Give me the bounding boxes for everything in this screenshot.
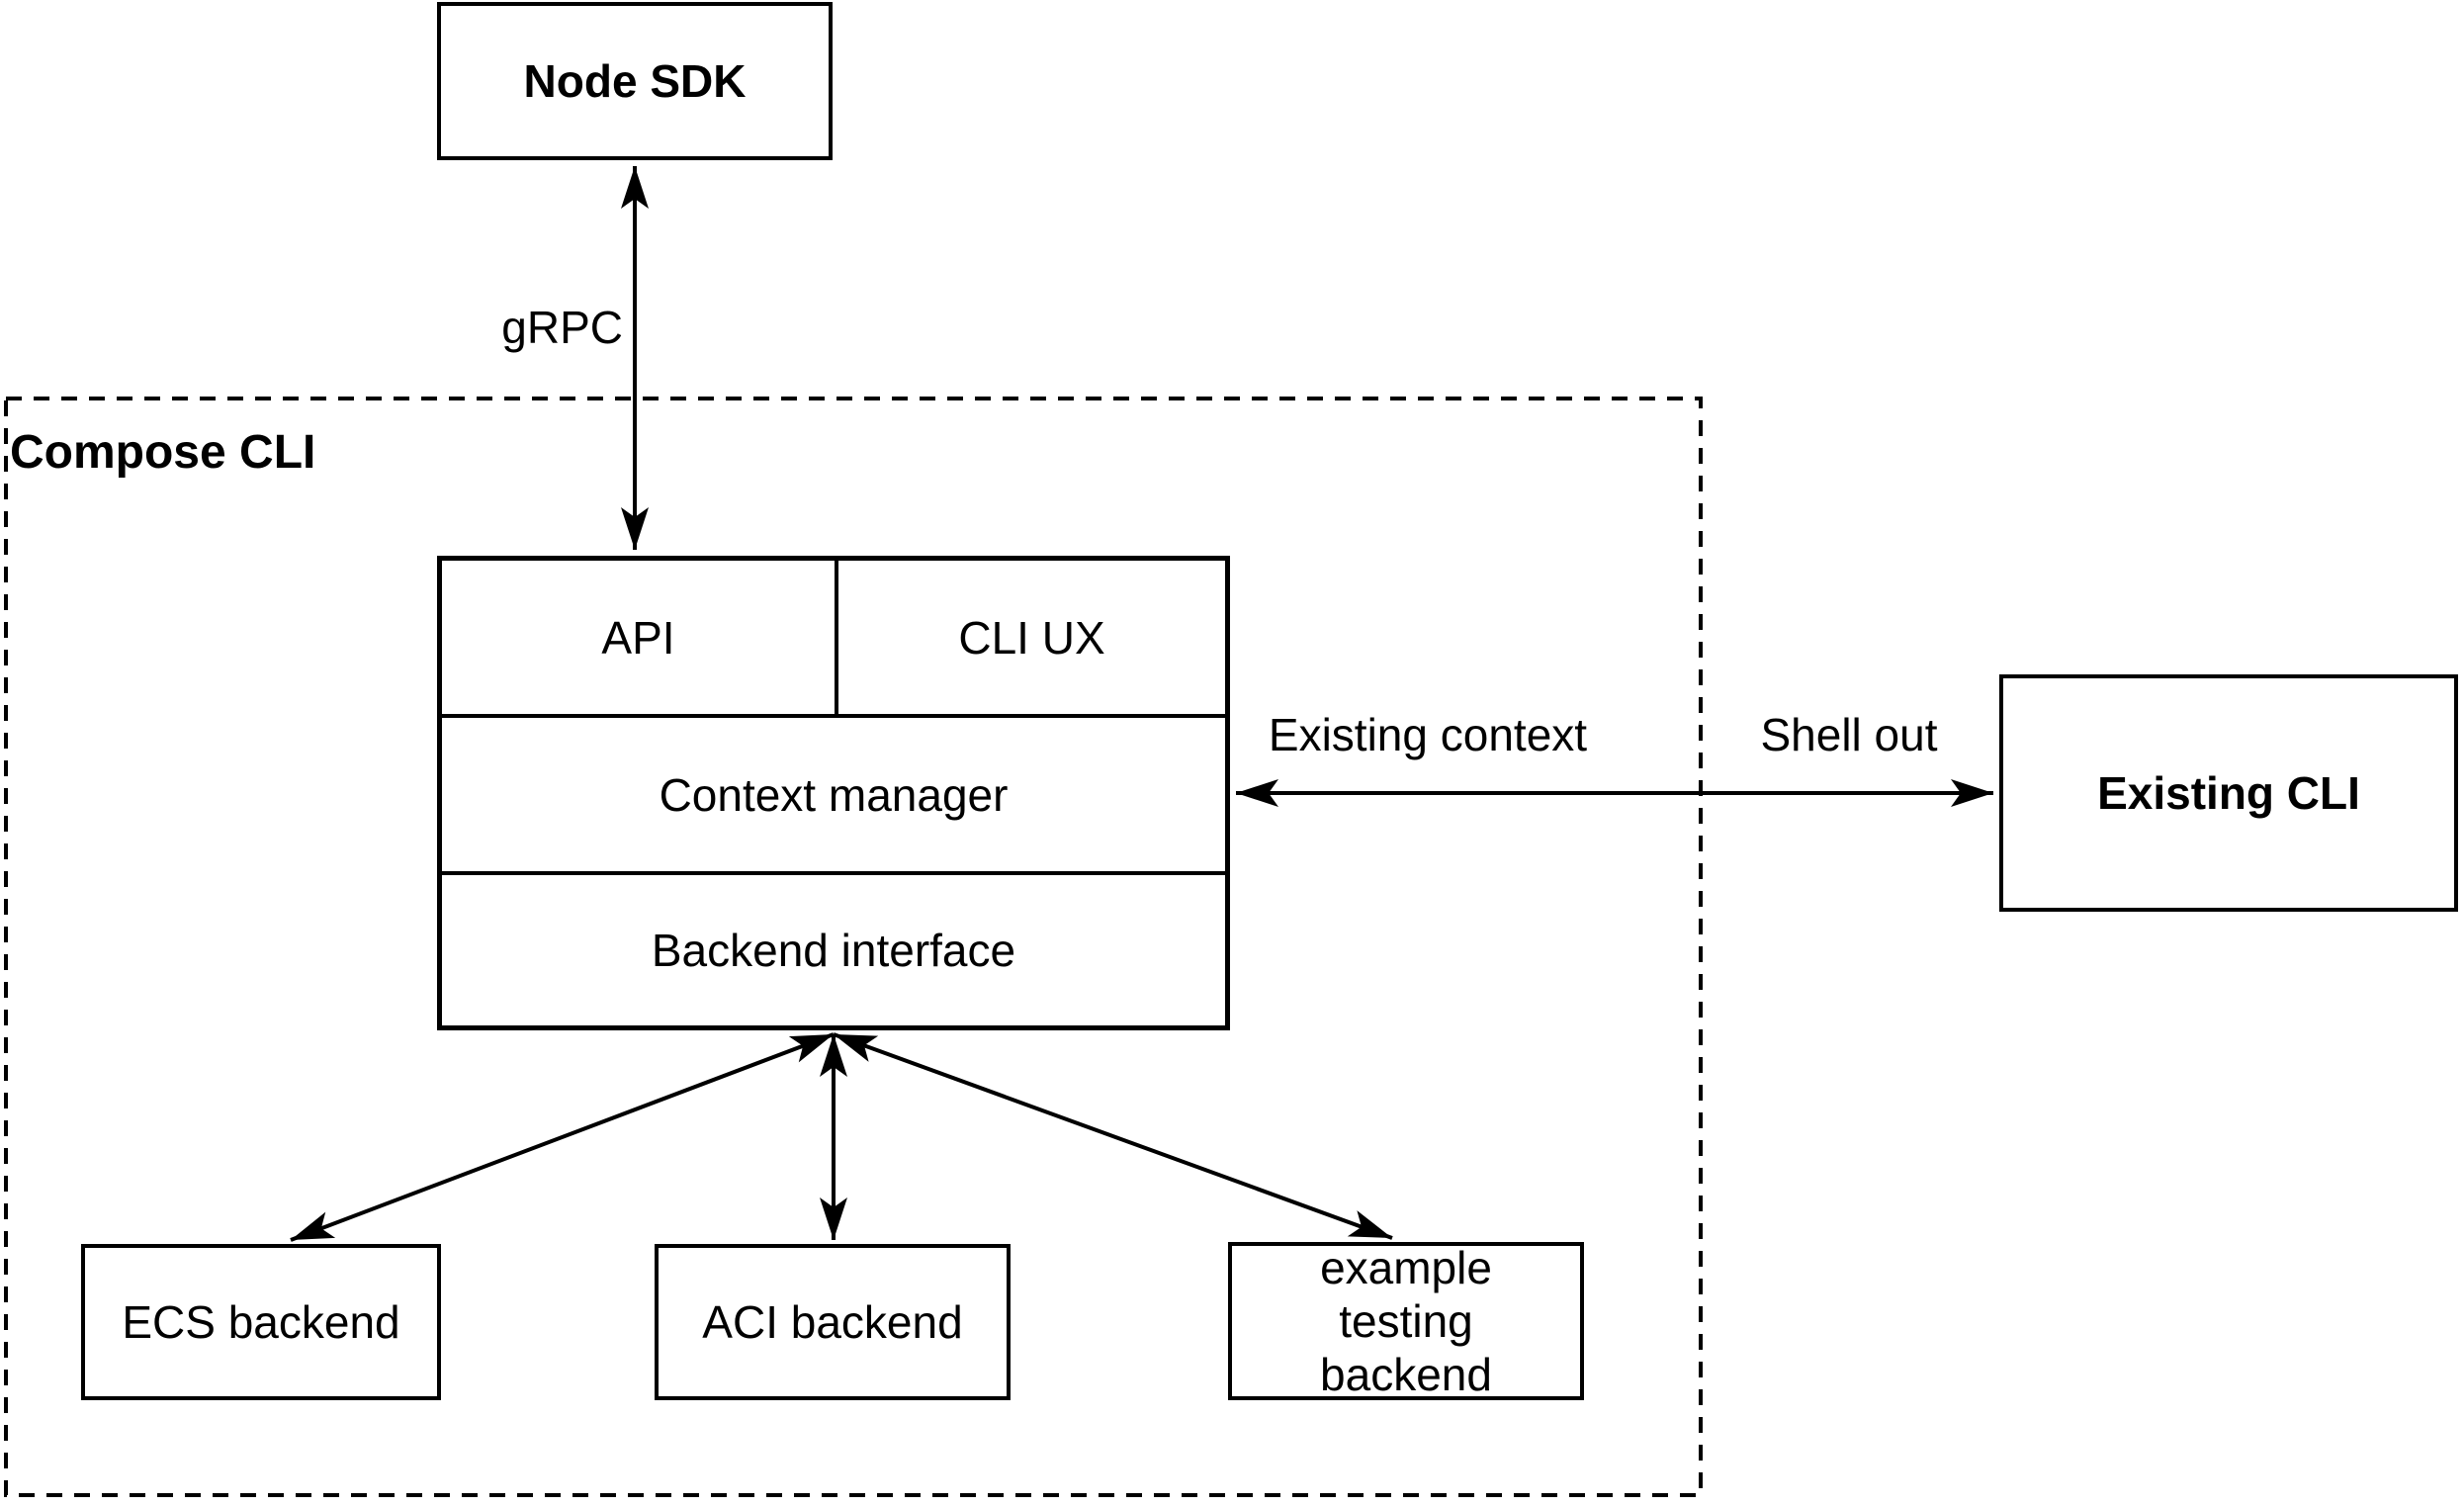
example-testing-backend-label: example testing backend xyxy=(1320,1241,1492,1401)
compose-cli-container-label: Compose CLI xyxy=(10,426,316,479)
example-testing-backend-box: example testing backend xyxy=(1228,1242,1584,1400)
ecs-backend-arrow xyxy=(290,1032,835,1242)
cli-ux-box: CLI UX xyxy=(838,561,1225,714)
stack-row-middle: Context manager xyxy=(442,718,1225,875)
cli-ux-label: CLI UX xyxy=(958,611,1105,664)
example-backend-arrow xyxy=(833,1032,1393,1240)
node-sdk-label: Node SDK xyxy=(523,54,747,107)
node-sdk-box: Node SDK xyxy=(437,2,833,160)
backend-interface-label: Backend interface xyxy=(651,925,1016,976)
existing-cli-label: Existing CLI xyxy=(2097,766,2360,819)
context-manager-box: Context manager xyxy=(442,718,1225,871)
aci-backend-box: ACI backend xyxy=(655,1244,1011,1400)
stack-row-top: API CLI UX xyxy=(442,561,1225,718)
existing-cli-box: Existing CLI xyxy=(1999,674,2458,912)
ecs-backend-box: ECS backend xyxy=(81,1244,441,1400)
shell-out-edge-label: Shell out xyxy=(1760,709,1938,760)
backend-interface-box: Backend interface xyxy=(442,875,1225,1025)
api-box: API xyxy=(442,561,838,714)
stack-row-bottom: Backend interface xyxy=(442,875,1225,1025)
aci-backend-label: ACI backend xyxy=(702,1295,963,1348)
grpc-edge-label: gRPC xyxy=(501,302,623,353)
existing-context-edge-label: Existing context xyxy=(1268,709,1588,760)
api-label: API xyxy=(601,611,675,664)
context-manager-label: Context manager xyxy=(659,768,1009,821)
compose-cli-stack: API CLI UX Context manager Backend inter… xyxy=(437,556,1230,1030)
ecs-backend-label: ECS backend xyxy=(122,1295,400,1348)
